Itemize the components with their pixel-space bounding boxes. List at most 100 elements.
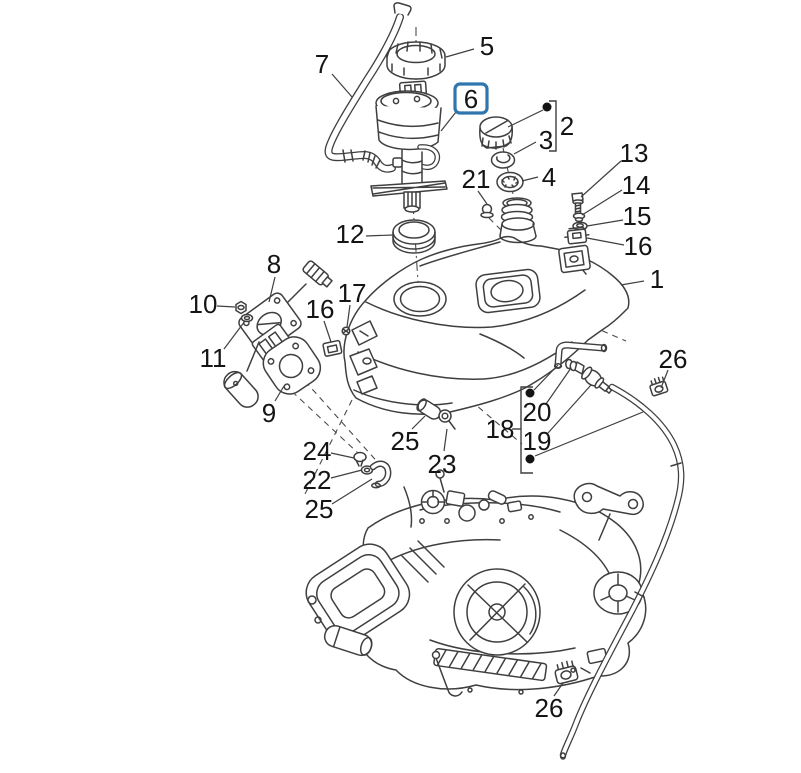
callout-16[interactable]: 16: [586, 231, 653, 261]
callout-number-3[interactable]: 3: [539, 125, 553, 155]
leader-line: [553, 682, 564, 697]
callout-number-26[interactable]: 26: [659, 344, 688, 374]
callout-9[interactable]: 9: [262, 385, 285, 428]
callout-number-6[interactable]: 6: [464, 84, 478, 114]
hose-kit-18-drawing: [553, 341, 613, 394]
callout-number-16[interactable]: 16: [306, 294, 335, 324]
callout-25[interactable]: 25: [305, 478, 373, 524]
screw-13-drawing: [571, 192, 584, 215]
fuel-pump-6-drawing: [370, 80, 448, 213]
callout-12[interactable]: 12: [336, 219, 394, 249]
callout-1[interactable]: 1: [620, 264, 664, 294]
leader-line: [513, 141, 537, 155]
leader-line: [445, 48, 475, 58]
leader-line: [323, 320, 332, 343]
callout-number-8[interactable]: 8: [267, 249, 281, 279]
callout-number-1[interactable]: 1: [650, 264, 664, 294]
callout-26[interactable]: 26: [535, 682, 564, 723]
fuel-cap-2-drawing: [479, 116, 513, 150]
callout-number-9[interactable]: 9: [262, 398, 276, 428]
clip-16-left-drawing: [322, 339, 343, 357]
callout-number-15[interactable]: 15: [623, 201, 652, 231]
callout-number-11[interactable]: 11: [200, 343, 227, 373]
callout-24[interactable]: 24: [303, 436, 355, 466]
engine-drawing: [305, 469, 647, 697]
hose-clamp-26-bottom: [554, 660, 579, 685]
callout-number-19[interactable]: 19: [523, 426, 552, 456]
callout-number-26[interactable]: 26: [535, 693, 564, 723]
callout-7[interactable]: 7: [315, 49, 353, 98]
assembly-dashed-lines: [283, 217, 627, 499]
callout-number-18[interactable]: 18: [486, 414, 515, 444]
breather-hose-7-drawing: [324, 2, 412, 173]
callout-number-24[interactable]: 24: [303, 436, 332, 466]
callout-number-25[interactable]: 25: [305, 494, 334, 524]
callout-number-12[interactable]: 12: [336, 219, 365, 249]
fuel-tank-drawing: [343, 197, 630, 415]
gasket-3-drawing: [490, 151, 516, 169]
callout-11[interactable]: 11: [200, 320, 246, 373]
callout-number-5[interactable]: 5: [480, 31, 494, 61]
leader-line: [534, 411, 644, 457]
callout-25[interactable]: 25: [391, 415, 426, 456]
callout-5[interactable]: 5: [445, 31, 494, 61]
callout-number-4[interactable]: 4: [542, 162, 556, 192]
reference-bullet: [525, 388, 535, 398]
callout-15[interactable]: 15: [586, 201, 652, 231]
ring-nut-5-drawing: [386, 41, 446, 80]
long-fuel-hose-drawing: [559, 383, 685, 760]
callout-18[interactable]: 18: [486, 414, 515, 444]
reference-bullet: [525, 454, 535, 464]
leader-line: [507, 109, 544, 128]
leader-line: [331, 73, 353, 98]
callout-number-17[interactable]: 17: [338, 278, 367, 308]
callout-number-21[interactable]: 21: [462, 164, 491, 194]
callout-10[interactable]: 10: [189, 289, 236, 319]
callout-13[interactable]: 13: [580, 138, 649, 198]
callout-number-25[interactable]: 25: [391, 426, 420, 456]
leader-line: [581, 189, 623, 216]
reference-bracket: [549, 100, 557, 152]
callout-22[interactable]: 22: [303, 465, 363, 495]
callout-number-14[interactable]: 14: [622, 170, 651, 200]
callout-19[interactable]: 19: [523, 384, 592, 456]
highlight-box: [453, 82, 489, 115]
clip-24-drawing: [353, 451, 367, 467]
callout-20[interactable]: 20: [523, 367, 572, 427]
leader-line: [365, 234, 394, 237]
leader-line: [330, 469, 363, 479]
leader-line: [545, 367, 572, 405]
callout-number-23[interactable]: 23: [428, 449, 457, 479]
callout-23[interactable]: 23: [428, 428, 457, 479]
callout-number-13[interactable]: 13: [620, 138, 649, 168]
callout-16[interactable]: 16: [306, 294, 335, 343]
callout-26[interactable]: 26: [659, 344, 688, 389]
callout-4[interactable]: 4: [521, 162, 556, 192]
reference-brackets: [507, 100, 644, 474]
gasket-9-drawing: [262, 336, 322, 395]
callout-2[interactable]: 2: [560, 111, 574, 141]
callout-number-2[interactable]: 2: [560, 111, 574, 141]
leader-line: [580, 160, 622, 198]
callout-21[interactable]: 21: [462, 164, 491, 205]
callout-17[interactable]: 17: [338, 278, 367, 328]
callout-number-7[interactable]: 7: [315, 49, 329, 79]
callout-8[interactable]: 8: [267, 249, 281, 303]
callout-3[interactable]: 3: [513, 125, 553, 155]
leader-line: [274, 385, 285, 402]
leader-line: [547, 384, 592, 434]
leader-line: [268, 276, 276, 303]
leader-line: [330, 452, 355, 459]
grommet-22-drawing: [360, 465, 374, 475]
callout-number-20[interactable]: 20: [523, 397, 552, 427]
callout-14[interactable]: 14: [581, 170, 651, 216]
leader-line: [216, 305, 236, 308]
leader-line: [620, 280, 645, 286]
leader-line: [411, 415, 426, 430]
leader-line: [331, 478, 373, 505]
callout-6[interactable]: 6: [440, 82, 489, 132]
callout-number-22[interactable]: 22: [303, 465, 332, 495]
callout-number-10[interactable]: 10: [189, 289, 218, 319]
leader-line: [521, 176, 539, 182]
callout-number-16[interactable]: 16: [624, 231, 653, 261]
